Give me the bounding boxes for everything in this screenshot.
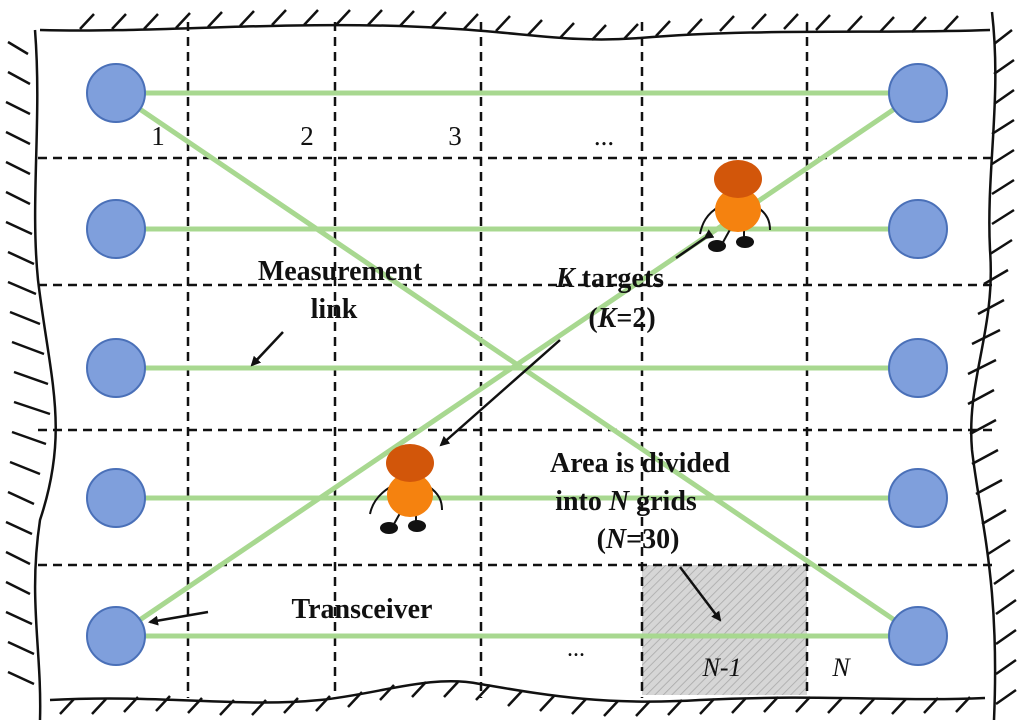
- column-label-3: 3: [448, 121, 462, 151]
- transceiver-node: [888, 63, 948, 123]
- annotation-arrows: [148, 229, 722, 626]
- transceiver-node: [888, 606, 948, 666]
- transceiver-node: [86, 199, 146, 259]
- measurement-links: [113, 90, 921, 639]
- column-label-2: 2: [300, 121, 314, 151]
- bottom-row-dots: ...: [567, 636, 585, 662]
- arrow-to-target-1: [675, 229, 715, 260]
- transceiver-node: [888, 199, 948, 259]
- cell-label-n-minus-1: N-1: [702, 653, 742, 682]
- target-person-icon: [369, 444, 443, 534]
- boundary-wall-left: [5, 29, 57, 721]
- transceiver-node: [86, 338, 146, 398]
- transceiver-node: [86, 63, 146, 123]
- measurement-link-label: Measurement: [258, 256, 423, 287]
- arrow-to-cell: [679, 566, 722, 622]
- measurement-link-label-line2: link: [311, 294, 358, 325]
- arrow-to-target-2: [439, 339, 561, 447]
- area-label-line2: into N grids: [555, 486, 697, 517]
- arrow-to-transceiver: [148, 610, 209, 626]
- cell-label-n: N: [831, 653, 851, 682]
- transceiver-label: Transceiver: [292, 594, 433, 625]
- column-label-1: 1: [151, 121, 165, 151]
- area-label-line1: Area is divided: [550, 448, 730, 479]
- transceivers: [86, 63, 948, 666]
- transceiver-node: [86, 468, 146, 528]
- boundary-wall-bottom: [49, 680, 986, 717]
- transceiver-node: [86, 606, 146, 666]
- arrow-to-link: [250, 331, 284, 367]
- area-label-line3: (N=30): [597, 524, 680, 555]
- targets-label: K targets: [555, 263, 664, 294]
- transceiver-node: [888, 468, 948, 528]
- column-label-dots: ...: [594, 121, 614, 151]
- grid-lines: [38, 22, 992, 698]
- measurement-link: [113, 90, 921, 639]
- transceiver-node: [888, 338, 948, 398]
- target-person-icon: [699, 160, 771, 252]
- boundary-wall-top: [39, 9, 991, 41]
- shaded-grid-cell: [642, 565, 807, 695]
- boundary-wall-right: [967, 11, 1017, 721]
- targets-count-label: (K=2): [588, 303, 655, 334]
